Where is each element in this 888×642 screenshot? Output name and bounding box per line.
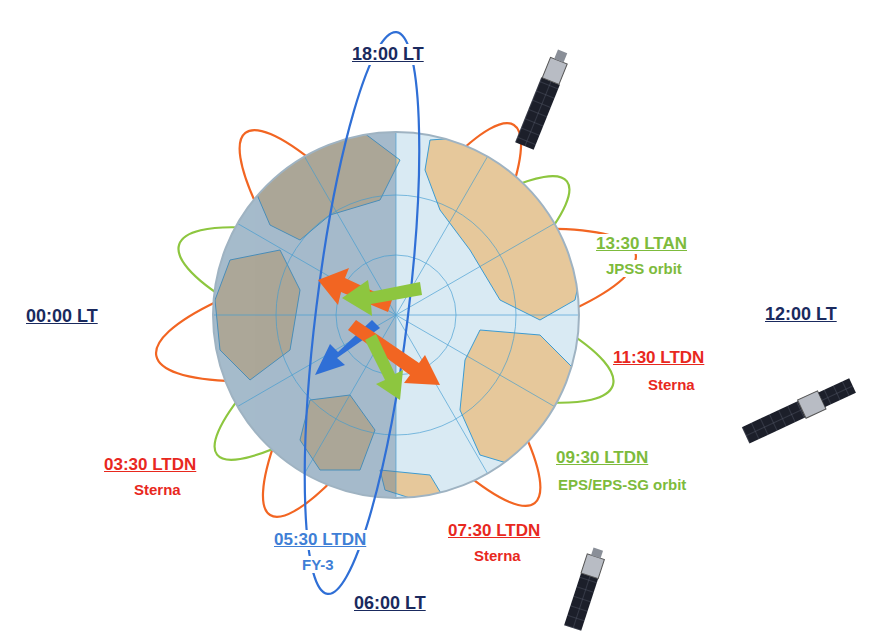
satellite (515, 48, 572, 150)
orbit-name: Sterna (646, 376, 697, 393)
orbit-name: Sterna (132, 481, 183, 498)
orbit-time: 03:30 LTDN (102, 455, 198, 475)
direction-arrows (315, 268, 440, 400)
satellite (741, 376, 856, 444)
satellite (564, 546, 607, 631)
orbit-name: FY-3 (300, 556, 336, 573)
orbit-time: 13:30 LTAN (594, 234, 689, 254)
globe (200, 120, 590, 520)
orbit-time: 05:30 LTDN (272, 530, 368, 550)
orbit-name: EPS/EPS-SG orbit (556, 476, 688, 493)
time-label: 06:00 LT (352, 593, 428, 614)
orbit-time: 09:30 LTDN (554, 448, 650, 468)
orbit-time: 07:30 LTDN (446, 521, 542, 541)
orbit-time: 11:30 LTDN (611, 348, 706, 368)
time-label: 00:00 LT (24, 306, 100, 327)
time-label: 12:00 LT (763, 304, 839, 325)
orbit-name: JPSS orbit (604, 260, 684, 277)
orbit-name: Sterna (472, 547, 523, 564)
time-label: 18:00 LT (350, 44, 426, 65)
